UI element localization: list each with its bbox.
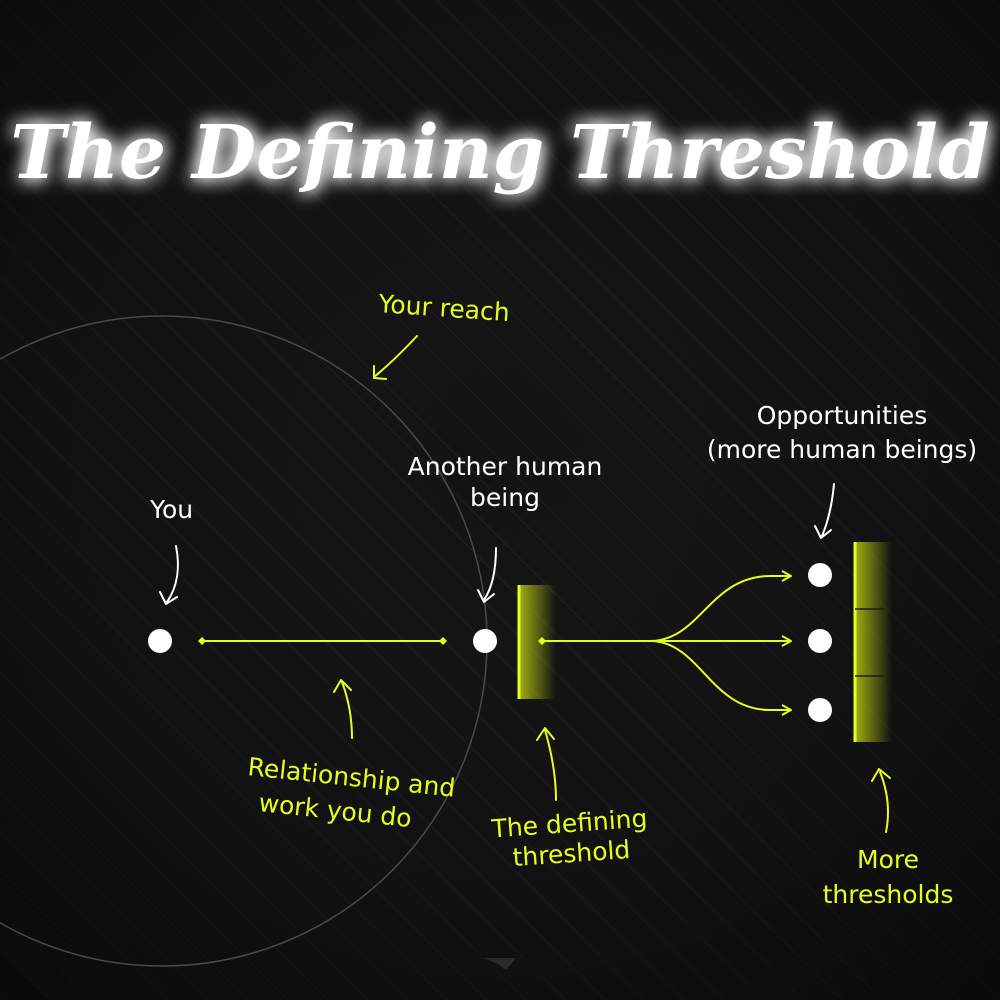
opportunity-node bbox=[808, 629, 832, 653]
another-human-arrow bbox=[483, 547, 497, 601]
more-thresholds-arrow bbox=[879, 771, 889, 833]
more-thresholds-label-line1: More bbox=[857, 845, 919, 874]
another-human-label-line2: being bbox=[470, 483, 540, 512]
relationship-arrowhead bbox=[333, 679, 352, 693]
relationship-line-end-dot bbox=[439, 637, 447, 645]
branch-upper-arrowhead bbox=[781, 570, 792, 582]
branch-trunk-dot bbox=[538, 637, 546, 645]
branch-upper bbox=[649, 575, 790, 642]
opportunities-label-line2: (more human beings) bbox=[707, 435, 977, 464]
branch-lower bbox=[649, 640, 790, 711]
your-reach-arrow bbox=[373, 335, 418, 378]
you-arrowhead bbox=[159, 591, 178, 605]
opportunities-label-line1: Opportunities bbox=[757, 401, 928, 430]
relationship-line-start-dot bbox=[198, 637, 206, 645]
you-node bbox=[148, 629, 172, 653]
opportunity-node bbox=[808, 563, 832, 587]
you-label: You bbox=[149, 495, 193, 524]
defining-threshold-arrow bbox=[544, 729, 557, 801]
page-title: The Defining Threshold bbox=[10, 110, 990, 196]
another-human-arrowhead bbox=[477, 589, 495, 603]
more-thresholds-arrowhead bbox=[871, 768, 891, 782]
opportunities-arrowhead bbox=[814, 525, 832, 539]
your-reach-arrowhead bbox=[373, 365, 387, 380]
another-human-label-line1: Another human bbox=[408, 452, 603, 481]
branch-middle-arrowhead bbox=[781, 635, 792, 647]
relationship-arrow bbox=[341, 681, 353, 739]
you-arrow bbox=[166, 545, 179, 603]
more-thresholds-label-line2: thresholds bbox=[823, 880, 954, 909]
more-thresholds-bar bbox=[854, 542, 892, 742]
defining-threshold-arrowhead bbox=[536, 727, 555, 741]
opportunities-arrow bbox=[821, 483, 835, 537]
logo-mark bbox=[484, 958, 516, 970]
another-human-node bbox=[473, 629, 497, 653]
branch-lower-arrowhead bbox=[781, 704, 792, 716]
opportunity-node bbox=[808, 698, 832, 722]
